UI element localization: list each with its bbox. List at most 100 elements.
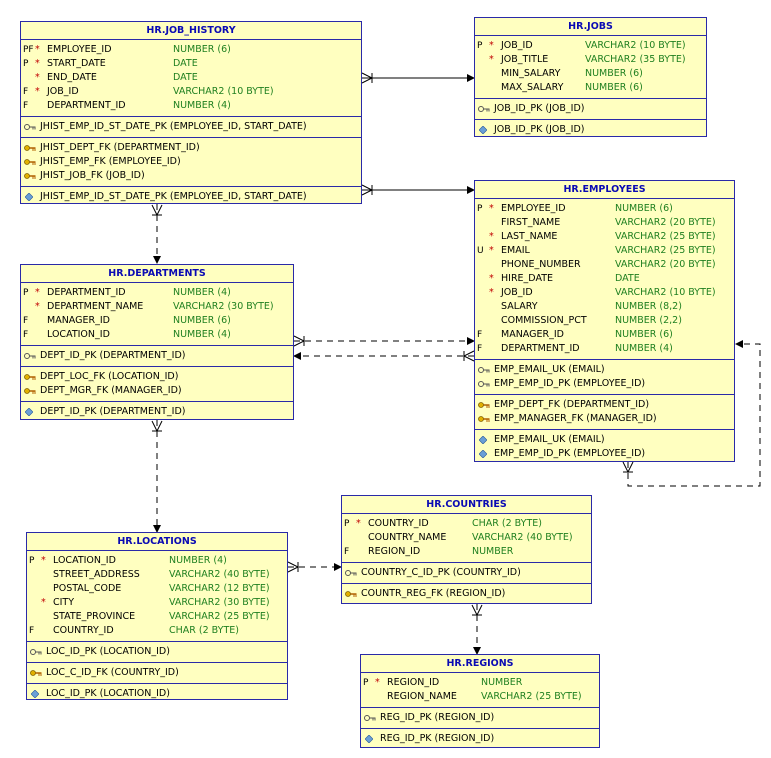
foreign-key-row[interactable]: JHIST_EMP_FK (EMPLOYEE_ID) bbox=[21, 155, 361, 169]
column-type: NUMBER (4) bbox=[169, 555, 227, 566]
foreign-key-row[interactable]: DEPT_LOC_FK (LOCATION_ID) bbox=[21, 370, 293, 384]
foreign-key-row[interactable]: JHIST_DEPT_FK (DEPARTMENT_ID) bbox=[21, 141, 361, 155]
column-name: POSTAL_CODE bbox=[53, 583, 122, 594]
key-row[interactable]: COUNTRY_C_ID_PK (COUNTRY_ID) bbox=[342, 566, 591, 580]
column-name: MANAGER_ID bbox=[501, 329, 564, 340]
key-row[interactable]: JOB_ID_PK (JOB_ID) bbox=[475, 102, 706, 116]
column-type: VARCHAR2 (35 BYTE) bbox=[585, 54, 686, 65]
constraint-label: EMP_EMP_ID_PK (EMPLOYEE_ID) bbox=[494, 378, 646, 389]
foreign-key-row[interactable]: JHIST_JOB_FK (JOB_ID) bbox=[21, 169, 361, 183]
index-row[interactable]: REG_ID_PK (REGION_ID) bbox=[361, 732, 599, 746]
column-name: MANAGER_ID bbox=[47, 315, 110, 326]
key-row[interactable]: EMP_EMAIL_UK (EMAIL) bbox=[475, 363, 734, 377]
foreign-key-section: JHIST_DEPT_FK (DEPARTMENT_ID)JHIST_EMP_F… bbox=[21, 138, 361, 187]
constraint-label: EMP_EMAIL_UK (EMAIL) bbox=[494, 434, 605, 445]
foreign-key-row[interactable]: COUNTR_REG_FK (REGION_ID) bbox=[342, 587, 591, 601]
foreign-key-row[interactable]: EMP_MANAGER_FK (MANAGER_ID) bbox=[475, 412, 734, 426]
index-row[interactable]: LOC_ID_PK (LOCATION_ID) bbox=[27, 687, 287, 701]
column-name: PHONE_NUMBER bbox=[501, 259, 581, 270]
column-name: START_DATE bbox=[47, 58, 106, 69]
required-marker: * bbox=[41, 597, 46, 608]
constraint-label: EMP_EMP_ID_PK (EMPLOYEE_ID) bbox=[494, 448, 646, 459]
index-row[interactable]: EMP_EMP_ID_PK (EMPLOYEE_ID) bbox=[475, 447, 734, 461]
foreign-key-row[interactable]: LOC_C_ID_FK (COUNTRY_ID) bbox=[27, 666, 287, 680]
column-row[interactable]: PHONE_NUMBER VARCHAR2 (20 BYTE) bbox=[475, 258, 734, 272]
key-row[interactable]: JHIST_EMP_ID_ST_DATE_PK (EMPLOYEE_ID, ST… bbox=[21, 120, 361, 134]
key-marker: P bbox=[344, 519, 350, 529]
constraint-label: LOC_C_ID_FK (COUNTRY_ID) bbox=[46, 667, 179, 678]
column-type: VARCHAR2 (20 BYTE) bbox=[615, 259, 716, 270]
required-marker: * bbox=[489, 203, 494, 214]
constraint-label: COUNTRY_C_ID_PK (COUNTRY_ID) bbox=[361, 567, 521, 578]
key-row[interactable]: REG_ID_PK (REGION_ID) bbox=[361, 711, 599, 725]
required-marker: * bbox=[41, 555, 46, 566]
index-row[interactable]: DEPT_ID_PK (DEPARTMENT_ID) bbox=[21, 405, 293, 419]
key-row[interactable]: LOC_ID_PK (LOCATION_ID) bbox=[27, 645, 287, 659]
column-name: MAX_SALARY bbox=[501, 82, 564, 93]
index-row[interactable]: EMP_EMAIL_UK (EMAIL) bbox=[475, 433, 734, 447]
column-type: VARCHAR2 (40 BYTE) bbox=[472, 532, 573, 543]
column-type: VARCHAR2 (10 BYTE) bbox=[173, 86, 274, 97]
key-row[interactable]: DEPT_ID_PK (DEPARTMENT_ID) bbox=[21, 349, 293, 363]
column-type: NUMBER bbox=[472, 546, 514, 557]
constraint-label: JHIST_EMP_ID_ST_DATE_PK (EMPLOYEE_ID, ST… bbox=[40, 191, 307, 202]
foreign-key-row[interactable]: EMP_DEPT_FK (DEPARTMENT_ID) bbox=[475, 398, 734, 412]
column-type: CHAR (2 BYTE) bbox=[472, 518, 542, 529]
foreign-key-row[interactable]: DEPT_MGR_FK (MANAGER_ID) bbox=[21, 384, 293, 398]
column-name: HIRE_DATE bbox=[501, 273, 554, 284]
required-marker: * bbox=[489, 245, 494, 256]
index-row[interactable]: JOB_ID_PK (JOB_ID) bbox=[475, 123, 706, 137]
key-row[interactable]: EMP_EMP_ID_PK (EMPLOYEE_ID) bbox=[475, 377, 734, 391]
constraint-label: LOC_ID_PK (LOCATION_ID) bbox=[46, 688, 170, 699]
key-marker: F bbox=[477, 330, 483, 340]
column-name: JOB_ID bbox=[501, 40, 533, 51]
required-marker: * bbox=[356, 518, 361, 529]
column-name: STREET_ADDRESS bbox=[53, 569, 140, 580]
table-title: HR.REGIONS bbox=[361, 655, 599, 673]
key-marker: P bbox=[363, 678, 369, 688]
index-row[interactable]: JHIST_EMP_ID_ST_DATE_PK (EMPLOYEE_ID, ST… bbox=[21, 190, 361, 204]
crowfoot-emp-dept bbox=[462, 350, 475, 362]
